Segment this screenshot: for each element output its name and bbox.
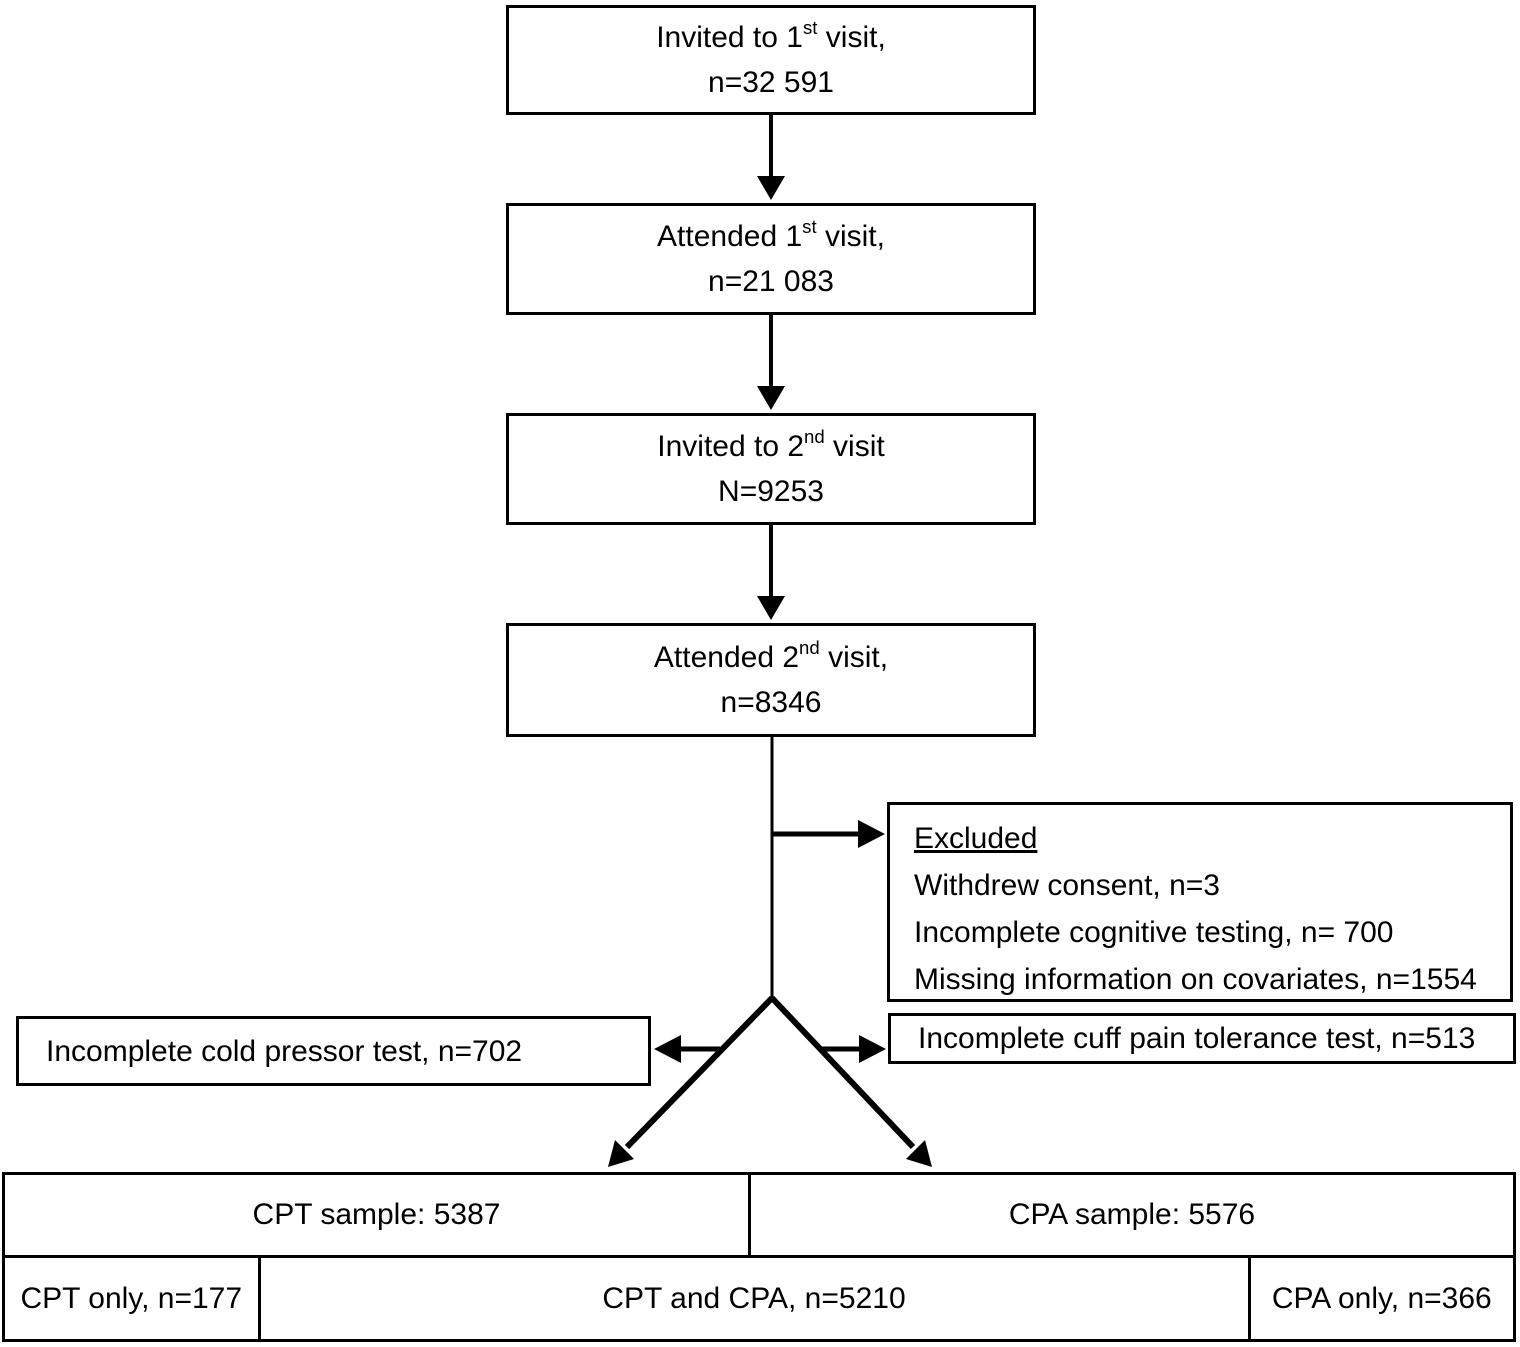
sample-table: CPT sample: 5387 CPA sample: 5576 CPT on… (2, 1172, 1516, 1345)
cell-cpt-and-cpa: CPT and CPA, n=5210 (257, 1255, 1251, 1342)
arrow-left-cold-pressor (654, 1035, 720, 1063)
box-line: Invited to 1st visit, (656, 17, 886, 54)
arrow-diagonal-right (769, 995, 932, 1167)
sample-table-row1: CPT sample: 5387 CPA sample: 5576 (2, 1172, 1516, 1258)
box-invited-second-visit: Invited to 2nd visit N=9253 (506, 413, 1036, 525)
cell-cpt-only: CPT only, n=177 (2, 1255, 261, 1342)
box-count: N=9253 (718, 475, 824, 508)
excluded-item: Missing information on covariates, n=155… (914, 963, 1477, 996)
box-count: n=21 083 (708, 265, 834, 298)
box-line: Attended 1st visit, (657, 216, 885, 253)
arrow-diagonal-left (608, 995, 775, 1167)
box-line: Attended 2nd visit, (653, 637, 889, 674)
arrow-right-excluded (772, 820, 885, 848)
box-attended-first-visit: Attended 1st visit, n=21 083 (506, 203, 1036, 315)
cell-cpa-sample: CPA sample: 5576 (748, 1172, 1516, 1258)
excluded-title: Excluded (914, 822, 1038, 855)
box-incomplete-cuff-pain: Incomplete cuff pain tolerance test, n=5… (888, 1013, 1516, 1064)
excluded-item: Withdrew consent, n=3 (914, 869, 1220, 902)
excluded-item: Incomplete cognitive testing, n= 700 (914, 916, 1394, 949)
arrow-right-cuff-pain (821, 1035, 886, 1063)
box-excluded: Excluded Withdrew consent, n=3 Incomplet… (887, 802, 1513, 1002)
cell-cpt-sample: CPT sample: 5387 (2, 1172, 751, 1258)
box-incomplete-cold-pressor: Incomplete cold pressor test, n=702 (16, 1016, 651, 1086)
box-attended-second-visit: Attended 2nd visit, n=8346 (506, 623, 1036, 737)
box-count: n=8346 (720, 686, 822, 719)
sample-table-row2: CPT only, n=177 CPT and CPA, n=5210 CPA … (2, 1255, 1516, 1342)
side-box-label: Incomplete cold pressor test, n=702 (46, 1034, 523, 1068)
arrow-down-3 (757, 525, 785, 620)
box-line: Invited to 2nd visit (657, 426, 885, 463)
cell-cpa-only: CPA only, n=366 (1247, 1255, 1516, 1342)
arrow-down-1 (757, 113, 785, 200)
box-invited-first-visit: Invited to 1st visit, n=32 591 (506, 5, 1036, 115)
flow-arrows (608, 113, 932, 1167)
box-count: n=32 591 (708, 66, 834, 99)
arrow-down-2 (757, 315, 785, 410)
side-box-label: Incomplete cuff pain tolerance test, n=5… (918, 1022, 1476, 1055)
